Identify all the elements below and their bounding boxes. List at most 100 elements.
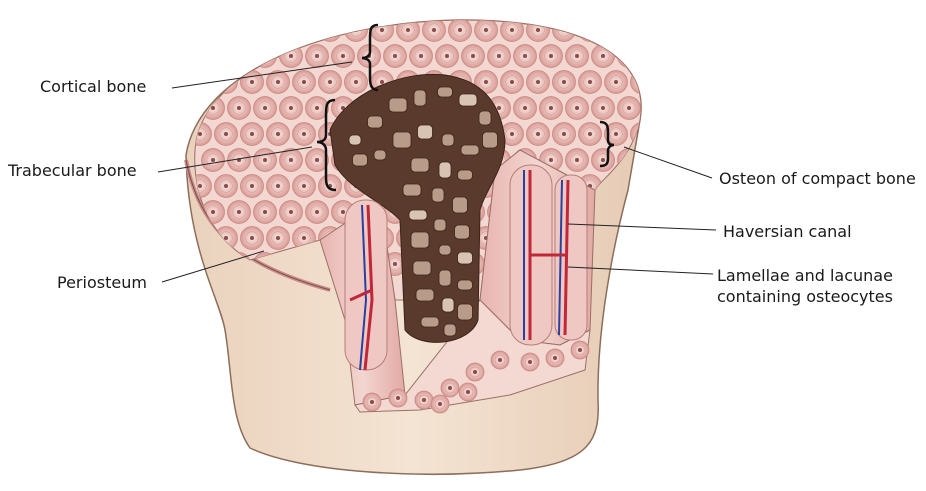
osteon-canal: [448, 386, 452, 390]
osteon-canal: [614, 28, 618, 32]
osteon-canal: [315, 158, 319, 162]
osteon-canal: [510, 80, 514, 84]
osteon-canal: [250, 28, 254, 32]
osteon-canal: [588, 28, 592, 32]
osteon-canal: [380, 28, 384, 32]
osteon: [579, 19, 602, 42]
osteon: [631, 175, 654, 198]
osteon-canal: [198, 28, 202, 32]
label-cortical-bone: Cortical bone: [40, 76, 146, 97]
osteon-canal: [276, 80, 280, 84]
osteon-canal: [198, 184, 202, 188]
osteon-canal: [224, 184, 228, 188]
osteon: [241, 19, 264, 42]
trabecula-cell: [483, 132, 498, 148]
osteon-canal: [549, 106, 553, 110]
osteon-canal: [263, 106, 267, 110]
osteon-lamella: [194, 76, 207, 89]
osteon-lamella: [649, 258, 662, 271]
trabecula-cell: [421, 317, 439, 327]
osteon-canal: [406, 28, 410, 32]
osteon: [293, 19, 316, 42]
osteon-canal: [653, 210, 657, 214]
osteon-canal: [601, 54, 605, 58]
osteon-canal: [432, 28, 436, 32]
osteon: [553, 19, 576, 42]
trabecula-cell: [368, 116, 383, 128]
haversian-right: [510, 165, 587, 345]
osteon-canal: [396, 396, 400, 400]
osteon: [631, 71, 654, 94]
osteon-canal: [419, 54, 423, 58]
osteon-canal: [614, 132, 618, 136]
osteon-lamella: [623, 258, 636, 271]
trabecula-cell: [455, 225, 470, 239]
label-trabecular-bone: Trabecular bone: [8, 160, 137, 181]
osteon-canal: [302, 184, 306, 188]
trabecula-cell: [389, 98, 407, 112]
osteon-lamella: [636, 24, 649, 37]
osteon-canal: [315, 210, 319, 214]
osteon-canal: [263, 158, 267, 162]
osteon-canal: [341, 210, 345, 214]
osteon-canal: [627, 262, 631, 266]
osteon: [267, 19, 290, 42]
osteon: [644, 45, 667, 68]
osteon-canal: [422, 398, 426, 402]
osteon-canal: [653, 54, 657, 58]
trabecula-cell: [459, 94, 477, 106]
osteon-canal: [276, 28, 280, 32]
trabecula-cell: [439, 245, 451, 255]
osteon-lamella: [584, 24, 597, 37]
osteon: [644, 97, 667, 120]
osteon-canal: [528, 360, 532, 364]
osteon: [605, 19, 628, 42]
osteon-canal: [627, 54, 631, 58]
osteon-canal: [211, 54, 215, 58]
osteon-canal: [473, 370, 477, 374]
osteon: [189, 19, 212, 42]
label-haversian-canal: Haversian canal: [723, 221, 852, 242]
osteon-canal: [393, 262, 397, 266]
trabecula-cell: [432, 188, 444, 202]
label-lamellae-line1: Lamellae and lacunae: [717, 265, 893, 286]
osteon-canal: [224, 132, 228, 136]
osteon-canal: [640, 236, 644, 240]
osteon-canal: [393, 54, 397, 58]
label-lamellae-line2: containing osteocytes: [717, 286, 893, 307]
osteon-lamella: [233, 50, 246, 63]
trabecula-cell: [411, 158, 429, 172]
osteon-canal: [510, 28, 514, 32]
osteon-canal: [445, 54, 449, 58]
osteon-canal: [276, 132, 280, 136]
osteon-canal: [588, 132, 592, 136]
osteon-canal: [302, 80, 306, 84]
osteon-lamella: [324, 24, 337, 37]
osteon-lamella: [649, 102, 662, 115]
osteon-canal: [250, 132, 254, 136]
osteon-lamella: [636, 180, 649, 193]
osteon-canal: [466, 390, 470, 394]
osteon-canal: [370, 400, 374, 404]
osteon-canal: [328, 28, 332, 32]
trabecula-cell: [418, 125, 433, 139]
osteon-canal: [263, 210, 267, 214]
osteon-lamella: [194, 24, 207, 37]
osteon-canal: [438, 402, 442, 406]
label-lamellae: Lamellae and lacunae containing osteocyt…: [717, 265, 893, 307]
trabecula-cell: [439, 270, 451, 286]
trabecula-cell: [479, 111, 491, 125]
trabecula-cell: [461, 145, 479, 155]
osteon-canal: [614, 80, 618, 84]
trabecula-cell: [458, 252, 473, 264]
osteon-canal: [341, 54, 345, 58]
osteon-canal: [562, 80, 566, 84]
osteon-canal: [289, 210, 293, 214]
osteon-canal: [315, 106, 319, 110]
osteon-canal: [549, 54, 553, 58]
osteon-canal: [302, 28, 306, 32]
osteon-canal: [224, 28, 228, 32]
osteon-canal: [640, 80, 644, 84]
